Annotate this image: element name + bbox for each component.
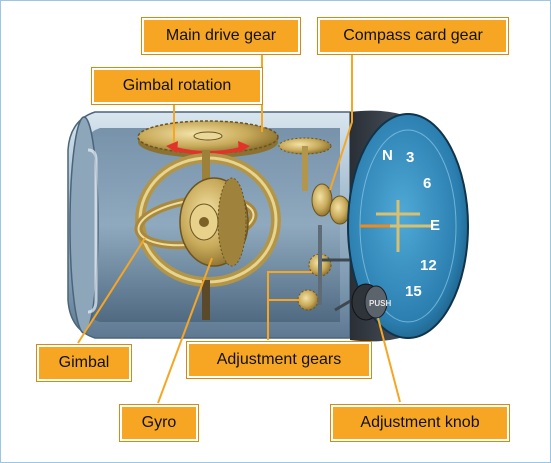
adjustment-knob-shape: PUSH — [351, 283, 391, 321]
knob-text: PUSH — [369, 299, 391, 308]
dial-mark-n: N — [382, 147, 393, 164]
dial-markings: N 3 6 E 12 15 — [382, 147, 440, 300]
leader-adjustment-gears-b — [267, 271, 312, 300]
gimbal-assembly — [134, 150, 281, 320]
label-compass-card-gear: Compass card gear — [318, 18, 508, 54]
label-gimbal-rotation: Gimbal rotation — [92, 68, 262, 104]
dial-mark-3: 3 — [406, 149, 414, 166]
gyro-rotor — [179, 177, 249, 267]
dial-mark-e: E — [430, 217, 440, 234]
label-gyro: Gyro — [120, 405, 198, 441]
leader-adjustment-knob — [377, 317, 401, 403]
label-main-drive-gear: Main drive gear — [142, 18, 300, 54]
leader-lines — [77, 52, 401, 404]
dial-mark-15: 15 — [405, 283, 422, 300]
leader-gyro-a — [157, 257, 213, 404]
label-adjustment-gears: Adjustment gears — [187, 342, 371, 378]
idler-gears — [278, 137, 351, 225]
adjustment-gear-train — [297, 225, 354, 312]
dial-mark-6: 6 — [423, 175, 431, 192]
leader-gimbal — [77, 237, 146, 344]
leader-compass-card-gear — [329, 52, 353, 191]
label-adjustment-knob: Adjustment knob — [331, 405, 509, 441]
compass-dial — [347, 110, 469, 342]
label-gimbal: Gimbal — [37, 345, 131, 381]
dial-mark-12: 12 — [420, 257, 437, 274]
